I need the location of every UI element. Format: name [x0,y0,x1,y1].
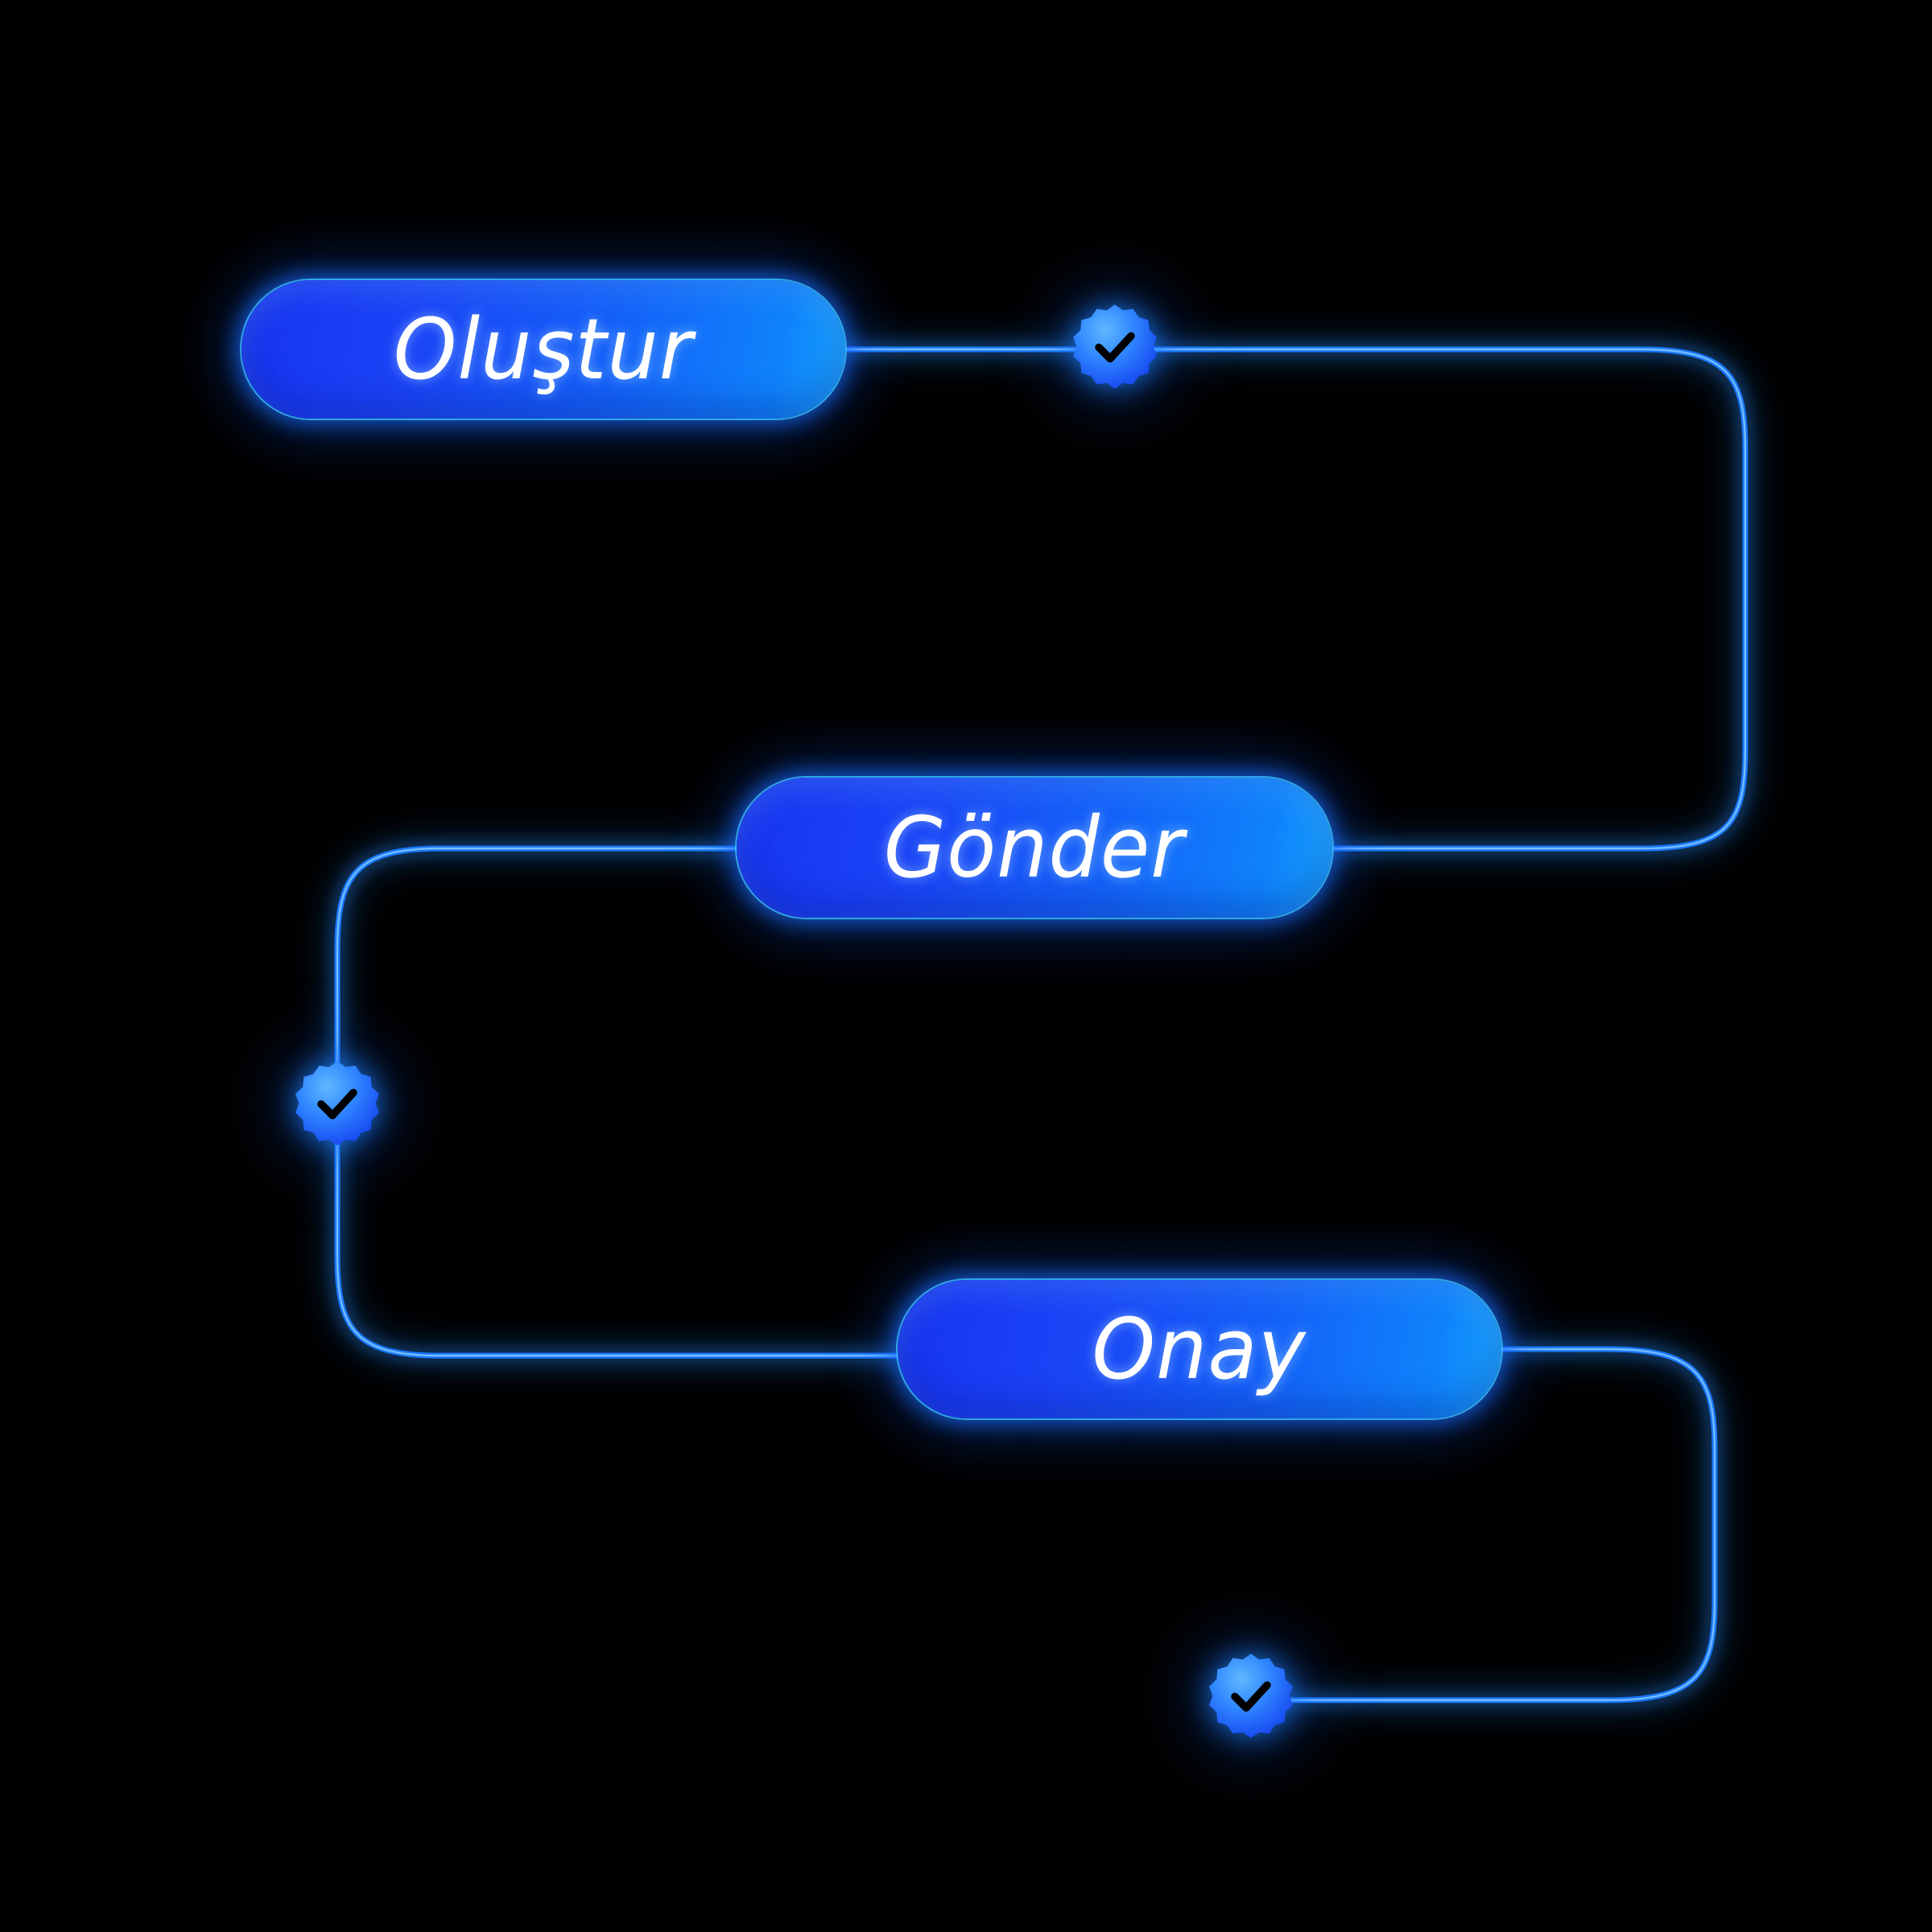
verified-check-badge-icon [1209,1653,1293,1738]
verified-check-badge-icon [295,1061,379,1146]
connector-segment-1 [839,343,1752,855]
verified-check-badge-icon[interactable] [290,1059,385,1154]
step-button-onay[interactable]: Onay [898,1280,1501,1418]
step-button-olustur[interactable]: Oluştur [242,280,845,419]
step-label-gonder: Gönder [884,799,1185,897]
connector-segment-2 [331,842,904,1362]
verified-check-badge-icon [1073,304,1157,389]
step-button-gonder[interactable]: Gönder [737,778,1332,918]
step-label-onay: Onay [1092,1300,1307,1398]
connector-segment-3 [1282,1343,1721,1707]
verified-check-badge-icon[interactable] [1203,1652,1298,1747]
verified-check-badge-icon[interactable] [1067,303,1162,398]
step-label-olustur: Oluştur [393,300,694,398]
